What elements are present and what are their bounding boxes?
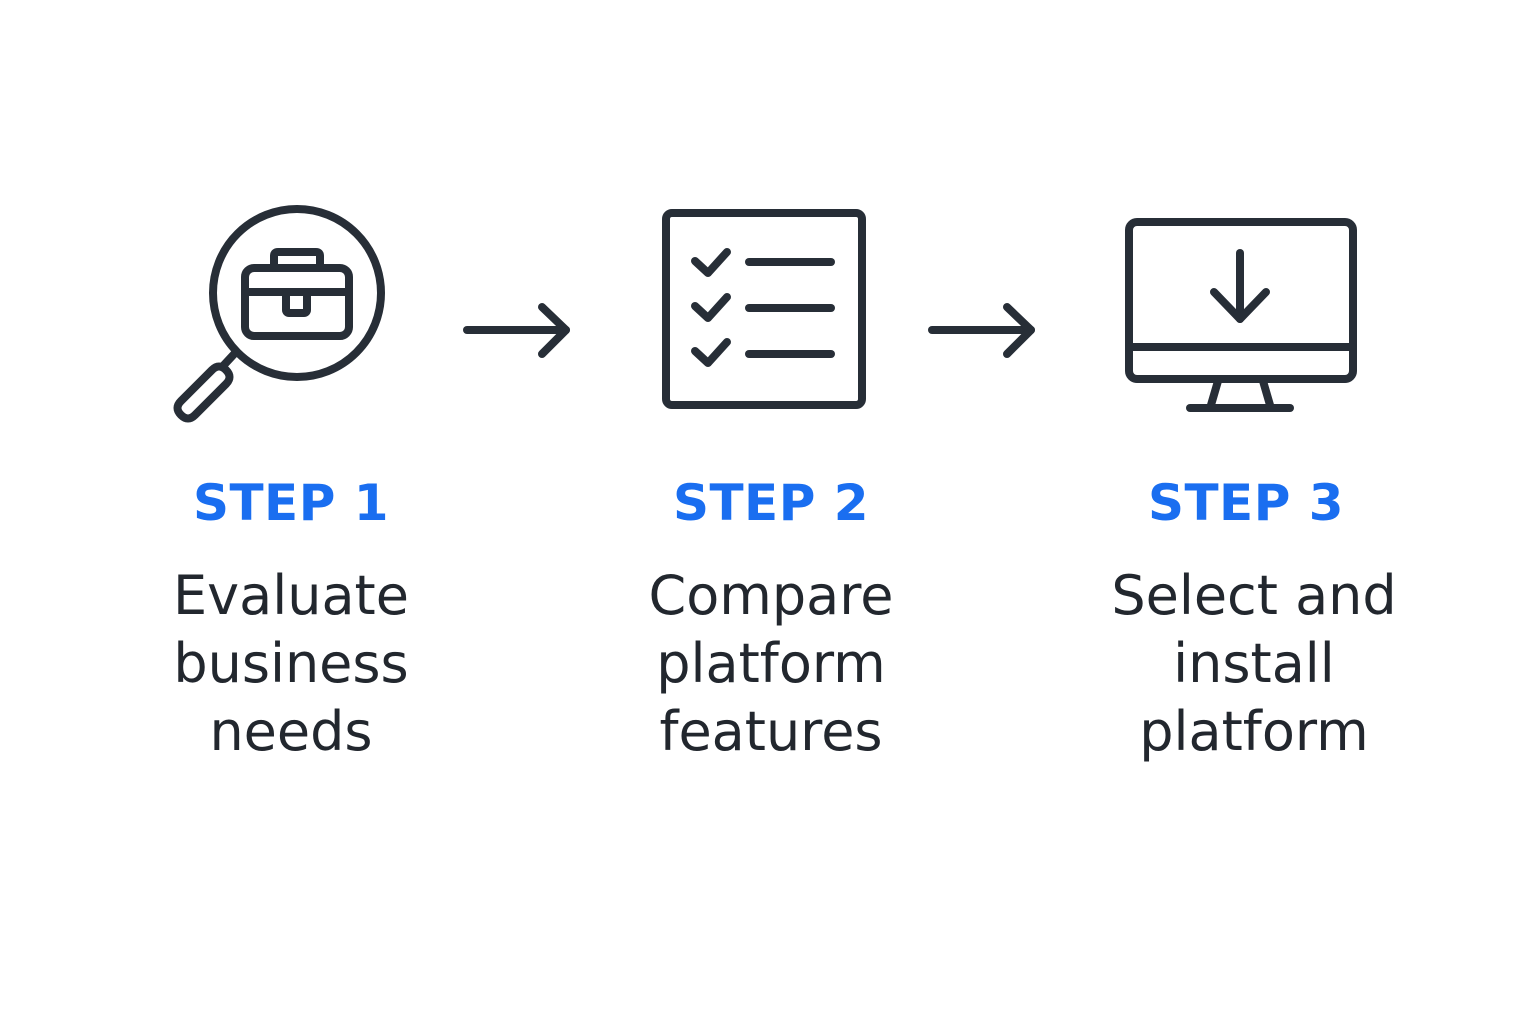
checklist-icon	[662, 209, 866, 409]
monitor-download-icon	[1125, 218, 1357, 412]
magnifier-briefcase-icon	[173, 205, 385, 423]
step-2-description: Compare platform features	[648, 564, 894, 763]
right-arrow-icon	[928, 303, 1035, 358]
step-3-label: STEP 3	[1147, 474, 1345, 532]
step-1-description: Evaluate business needs	[173, 564, 409, 763]
right-arrow-icon	[463, 303, 570, 358]
step-3-description: Select and install platform	[1111, 564, 1397, 763]
step-2-label: STEP 2	[672, 474, 870, 532]
step-1-label: STEP 1	[192, 474, 390, 532]
